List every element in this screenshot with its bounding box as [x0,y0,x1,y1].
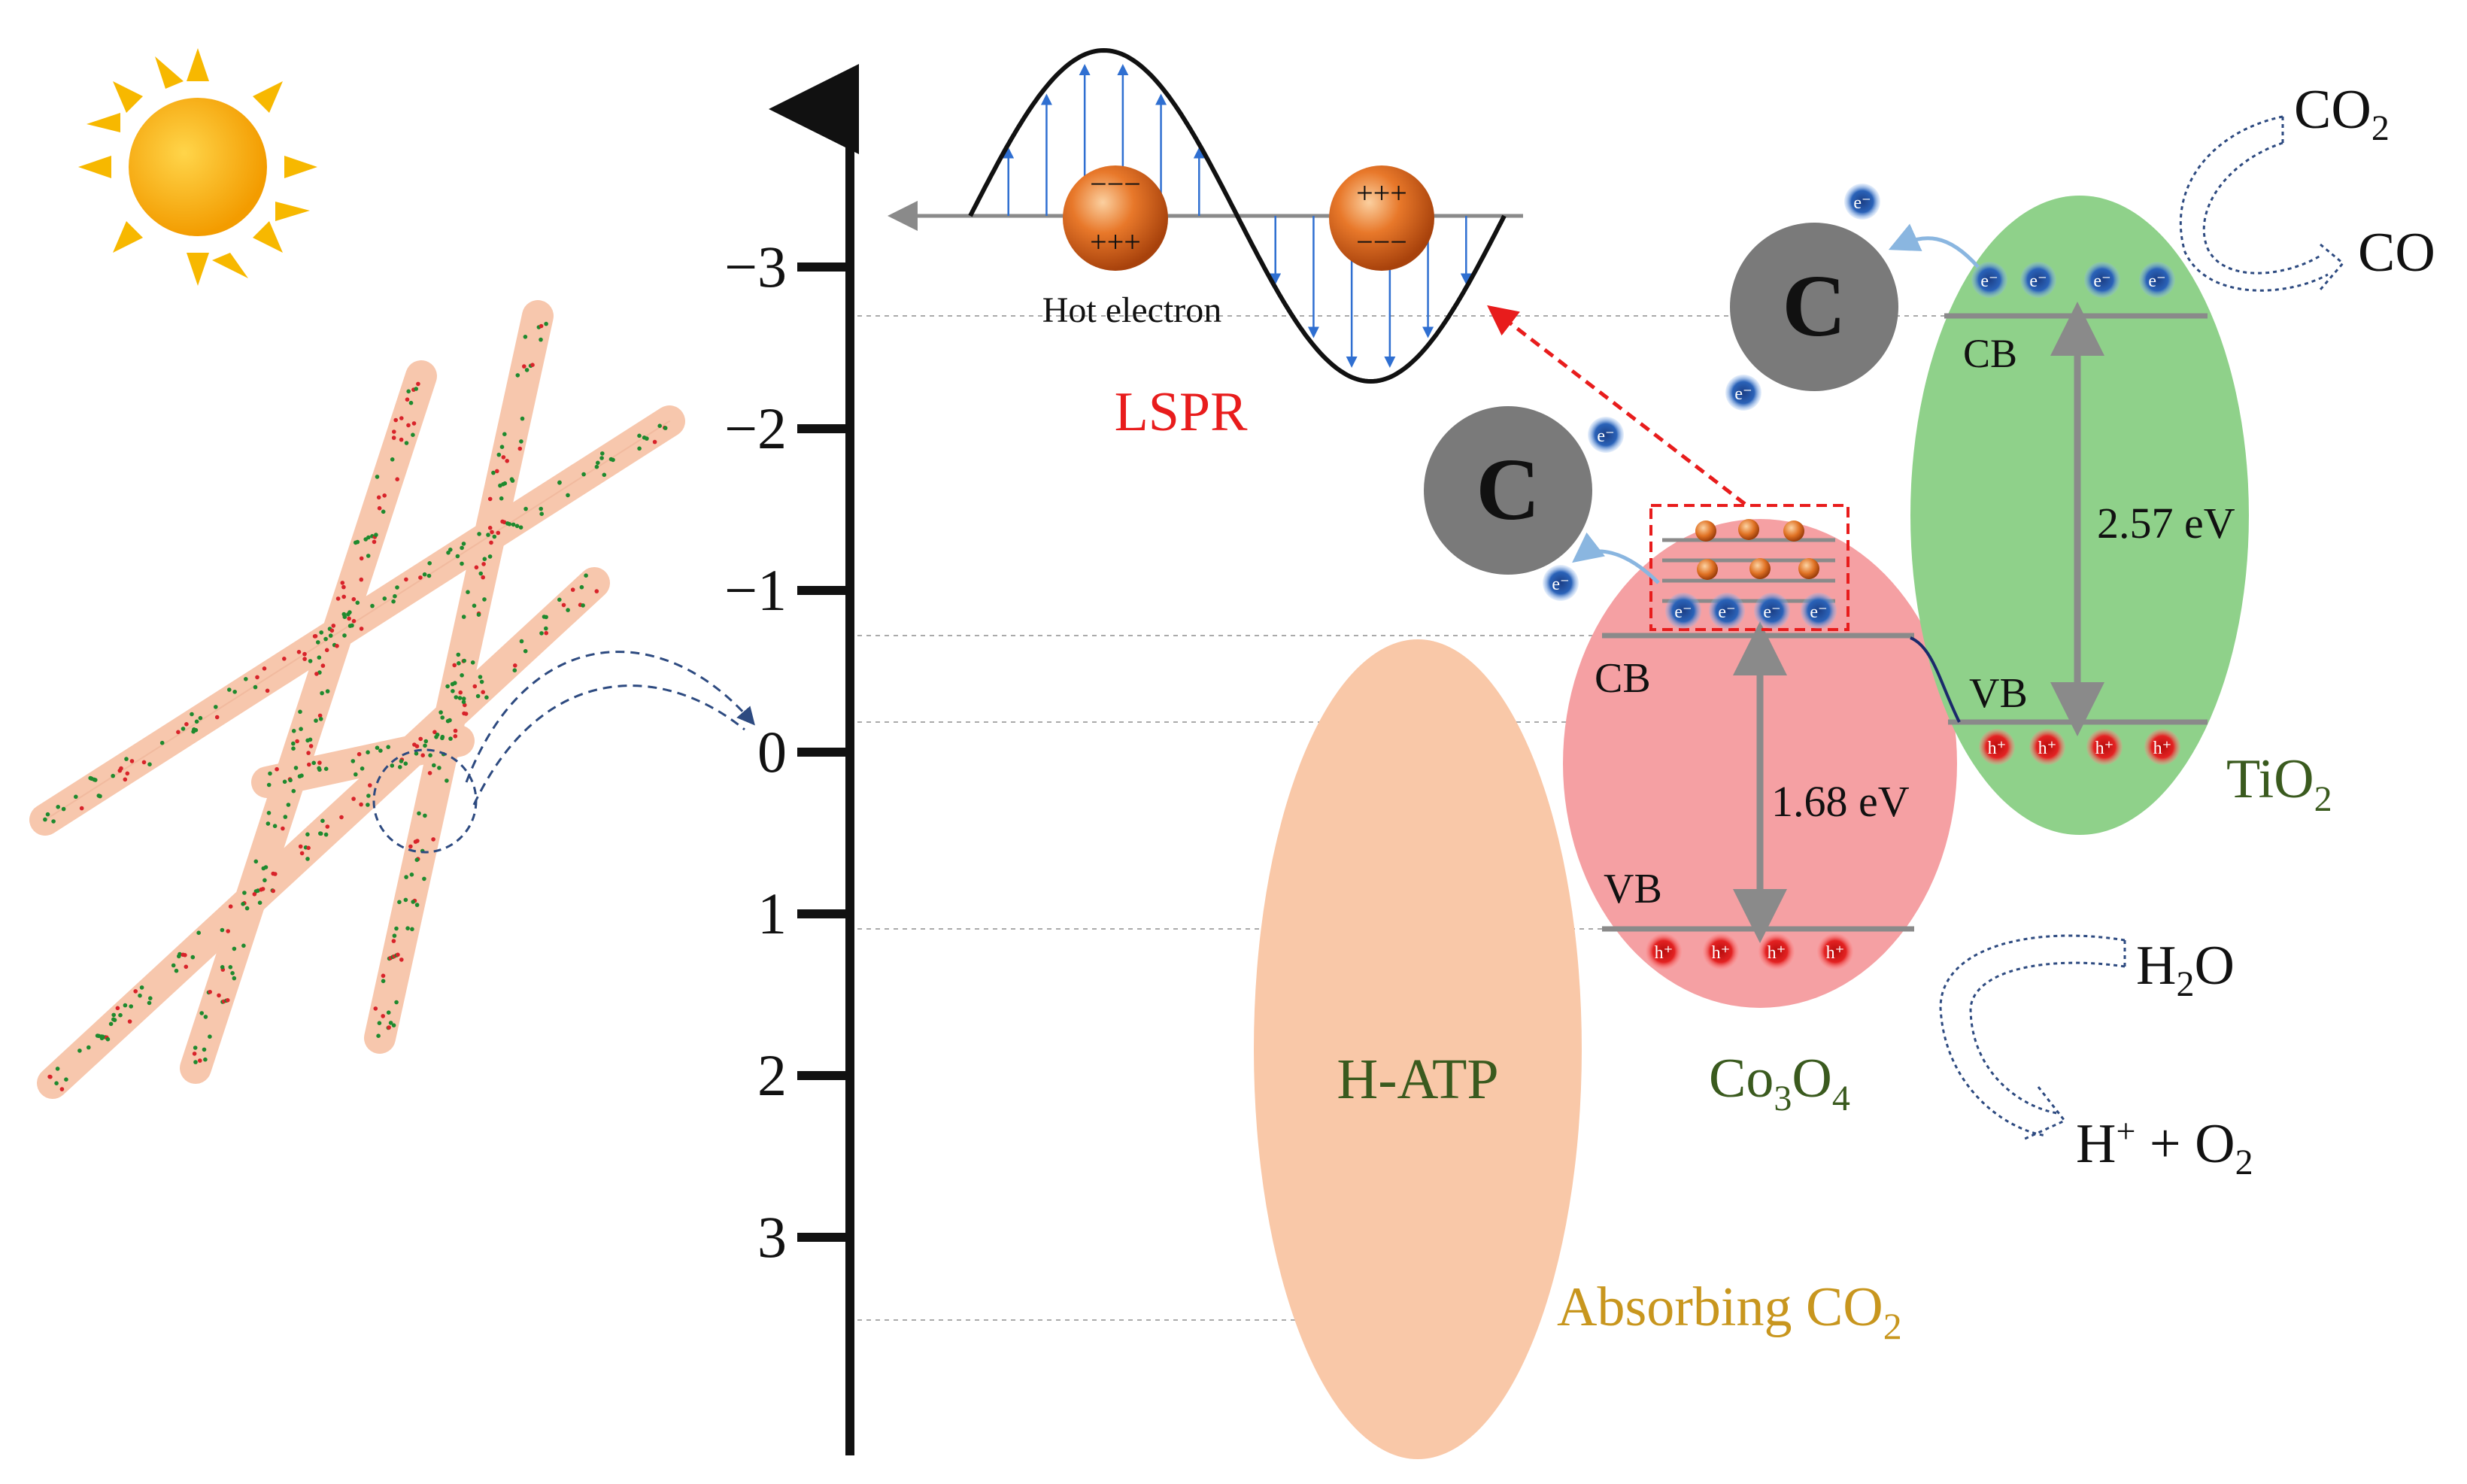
lspr-wave-inset: −−− +++ +++ −−− Hot electron LSPR [888,47,1523,443]
svg-text:h⁺: h⁺ [2038,739,2057,758]
co3o4-vb-label: VB [1604,866,1662,912]
hole-icon: h⁺ [2086,729,2123,765]
svg-text:e⁻: e⁻ [1980,272,1998,291]
tio2-label: TiO2 [2226,748,2332,819]
electron-icon: e⁻ [1971,262,2007,298]
hole-icon: h⁺ [1817,933,1853,970]
co2-reactant: CO2 [2294,79,2390,148]
svg-text:h⁺: h⁺ [1768,943,1786,963]
hole-icon: h⁺ [1758,933,1795,970]
tio2-cb-label: CB [1963,331,2017,376]
lspr-label: LSPR [1115,381,1249,443]
energy-axis: −3 −2 −1 0 1 2 3 [724,64,859,1455]
axis-tick-label: −1 [724,557,787,623]
absorbing-co2-label: Absorbing CO2 [1557,1276,1902,1347]
svg-text:e⁻: e⁻ [1552,575,1569,594]
carbon-sphere-2: C [1730,223,1898,391]
co2-reduction-arrow [2179,115,2345,292]
electron-icon: e⁻ [1588,417,1624,453]
svg-text:e⁻: e⁻ [1674,602,1692,622]
tio2-band-gap: 2.57 eV [2097,499,2235,548]
svg-text:e⁻: e⁻ [2029,272,2047,291]
svg-text:e⁻: e⁻ [1763,602,1780,622]
carbon-sphere-1: C [1424,406,1592,575]
axis-tick-label: 0 [757,719,787,784]
svg-text:e⁻: e⁻ [1718,602,1735,622]
electron-transfer-arrow-1 [1572,532,1660,584]
svg-text:h⁺: h⁺ [1712,943,1731,963]
svg-text:h⁺: h⁺ [1655,943,1673,963]
tio2-vb-label: VB [1969,670,2028,717]
axis-tick-label: −3 [724,234,787,299]
svg-text:e⁻: e⁻ [1810,602,1827,622]
hole-icon: h⁺ [2029,729,2065,765]
electron-icon: e⁻ [1754,593,1790,629]
electron-icon: e⁻ [1665,593,1701,629]
electron-icon: e⁻ [1844,184,1880,220]
electron-icon: e⁻ [1725,375,1761,411]
axis-tick-label: −2 [724,396,787,461]
h-atp-nanorods [29,300,755,1099]
h-atp-label: H-ATP [1337,1048,1498,1111]
svg-text:h⁺: h⁺ [1988,739,2007,758]
h-o2-products: H+ + O2 [2076,1112,2253,1182]
svg-text:e⁻: e⁻ [1597,426,1614,446]
electron-icon: e⁻ [2084,262,2120,298]
hole-icon: h⁺ [1646,933,1682,970]
svg-text:e⁻: e⁻ [2093,272,2110,291]
hole-icon: h⁺ [1703,933,1739,970]
charge-bottom-1: +++ [1090,225,1141,259]
axis-tick-label: 2 [757,1042,787,1108]
electron-icon: e⁻ [1543,565,1579,601]
h-atp-ellipse [1254,639,1582,1459]
svg-text:e⁻: e⁻ [2148,272,2165,291]
svg-text:h⁺: h⁺ [2153,739,2172,758]
carbon-label-1: C [1476,440,1540,539]
co3o4-label: Co3O4 [1709,1048,1850,1118]
svg-text:h⁺: h⁺ [1826,943,1845,963]
charge-bottom-2: −−− [1356,225,1407,259]
electron-icon: e⁻ [2020,262,2056,298]
charge-top-2: +++ [1356,176,1407,210]
sun-icon [78,48,317,286]
svg-text:h⁺: h⁺ [2095,739,2114,758]
co3o4-cb-label: CB [1595,655,1651,702]
electron-transfer-arrow-2 [1888,223,1980,269]
co3o4-band-gap: 1.68 eV [1771,777,1910,826]
axis-tick-label: 3 [757,1204,787,1270]
hole-icon: h⁺ [2144,729,2180,765]
heterojunction-connector [1910,636,1961,723]
svg-text:e⁻: e⁻ [1734,384,1752,404]
electron-icon: e⁻ [1801,593,1837,629]
axis-tick-label: 1 [757,881,787,946]
carbon-label-2: C [1782,256,1846,355]
hole-icon: h⁺ [1979,729,2015,765]
h2o-reactant: H2O [2136,935,2235,1004]
electron-icon: e⁻ [2139,262,2175,298]
hot-electron-label: Hot electron [1042,290,1222,330]
svg-text:e⁻: e⁻ [1853,193,1871,213]
charge-top-1: −−− [1090,167,1141,201]
water-oxidation-arrow [1939,934,2126,1141]
lspr-transfer-arrow [1487,305,1746,505]
electron-icon: e⁻ [1709,593,1745,629]
co-product: CO [2358,222,2435,284]
